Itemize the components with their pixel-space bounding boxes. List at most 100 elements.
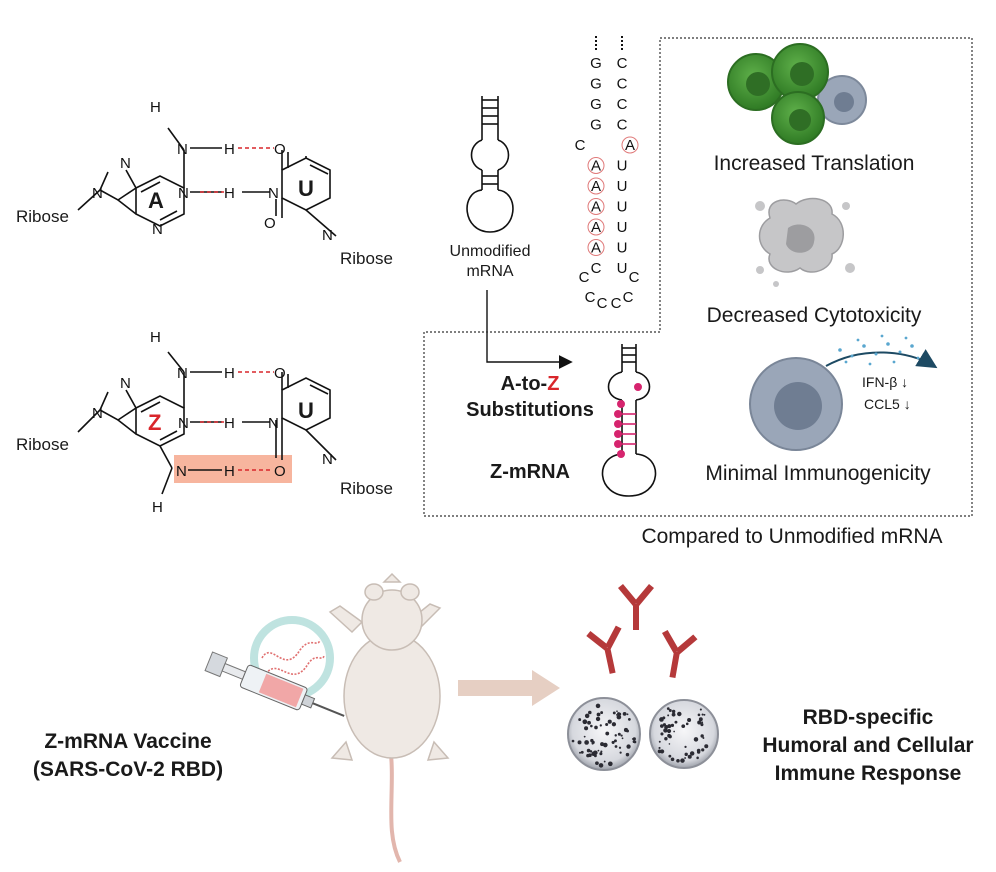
atom-o: O <box>274 463 286 480</box>
zu-base-pair <box>77 351 337 495</box>
elispot-spot <box>684 752 688 757</box>
sequence-letter: C <box>575 137 586 154</box>
elispot-spot <box>611 740 615 744</box>
elispot-spot <box>689 751 695 756</box>
elispot-spot <box>701 748 705 752</box>
elispot-spot <box>704 744 709 749</box>
elispot-spot <box>703 713 706 716</box>
sequence-letter: U <box>617 240 628 257</box>
elispot-spot <box>696 756 699 760</box>
elispot-spot <box>598 763 604 768</box>
elispot-spot <box>687 717 692 722</box>
elispot-spot <box>614 745 618 748</box>
dying-cell-icon <box>755 197 855 287</box>
elispot-spot <box>571 739 575 743</box>
elispot-spot <box>595 761 599 766</box>
elispot-spot <box>668 734 672 739</box>
sequence-letter: C <box>579 269 590 286</box>
extra-hbond-highlight <box>174 455 292 483</box>
elispot-spot <box>605 722 609 726</box>
elispot-spot <box>614 739 617 743</box>
elispot-spot <box>597 749 600 752</box>
substitution-label: Substitutions <box>466 399 594 421</box>
elispot-spot <box>702 737 705 739</box>
elispot-spot <box>622 711 627 716</box>
sequence-letter: G <box>590 96 602 113</box>
elispot-spot <box>698 717 703 722</box>
z-substitution-dots <box>614 383 642 458</box>
elispot-spot <box>627 718 631 721</box>
antibody-icon <box>586 625 622 674</box>
response-label: Immune Response <box>775 762 962 785</box>
elispot-spot <box>584 726 589 731</box>
response-label: Humoral and Cellular <box>762 734 973 757</box>
elispot-spot <box>681 724 686 729</box>
ifn-label: IFN-β ↓ <box>862 374 908 390</box>
atom-n: N <box>178 185 189 202</box>
elispot-spot <box>580 750 584 754</box>
elispot-spot <box>664 737 668 741</box>
sequence-letter: A <box>591 240 601 257</box>
elispot-spot <box>610 763 612 766</box>
elispot-spot <box>699 708 702 711</box>
elispot-spot <box>587 753 592 758</box>
elispot-spot <box>595 703 601 709</box>
atom-h: H <box>224 415 235 432</box>
atom-n: N <box>152 221 163 238</box>
elispot-spot <box>600 750 603 753</box>
modified-base-marker <box>587 177 605 195</box>
elispot-spot <box>616 710 618 713</box>
elispot-spot <box>617 732 621 736</box>
sequence-letter: U <box>617 199 628 216</box>
elispot-spot <box>611 722 617 727</box>
elispot-spot <box>589 750 593 753</box>
immune-cell-icon <box>749 334 938 451</box>
elispot-spot <box>625 752 630 757</box>
sequence-letter: U <box>617 178 628 195</box>
atom-h: H <box>224 365 235 382</box>
elispot-spot <box>600 711 604 715</box>
elispot-spot <box>696 748 701 753</box>
elispot-spot <box>687 754 692 759</box>
elispot-spot <box>701 713 704 716</box>
elispot-spot <box>697 720 702 725</box>
elispot-spot <box>667 714 670 717</box>
elispot-spot <box>664 725 669 730</box>
elispot-spot <box>619 751 622 754</box>
elispot-spot <box>670 723 675 727</box>
au-base-pair <box>77 127 337 237</box>
elispot-spot <box>614 734 617 737</box>
effect-translation: Increased Translation <box>714 152 915 175</box>
elispot-spot <box>612 711 616 715</box>
unmodified-hairpin-icon <box>466 96 514 233</box>
elispot-spot <box>701 721 704 724</box>
elispot-spot <box>615 714 618 716</box>
elispot-spot <box>588 710 592 715</box>
atom-n: N <box>322 451 333 468</box>
modified-base-marker <box>587 239 605 256</box>
sequence-letter: C <box>617 76 628 93</box>
elispot-spot <box>668 754 672 758</box>
sequence-letter: C <box>629 269 640 286</box>
atom-h: H <box>152 499 163 516</box>
mouse-icon <box>328 572 450 863</box>
elispot-spot <box>620 734 623 737</box>
elispot-spot <box>621 737 624 740</box>
sequence-letter: C <box>591 260 602 277</box>
sequence-letter: U <box>617 158 628 175</box>
base-a-label: A <box>148 188 164 213</box>
sequence-letter: C <box>617 117 628 134</box>
base-u-label: U <box>298 398 314 423</box>
elispot-spot <box>616 714 622 720</box>
elispot-spot <box>583 735 586 738</box>
unmodified-label: mRNA <box>466 263 513 280</box>
atom-n: N <box>268 185 279 202</box>
elispot-spot <box>584 740 589 745</box>
base-z-label: Z <box>148 410 161 435</box>
sequence-letter: U <box>617 260 628 277</box>
elispot-spot <box>599 724 602 727</box>
elispot-spot <box>658 746 661 749</box>
